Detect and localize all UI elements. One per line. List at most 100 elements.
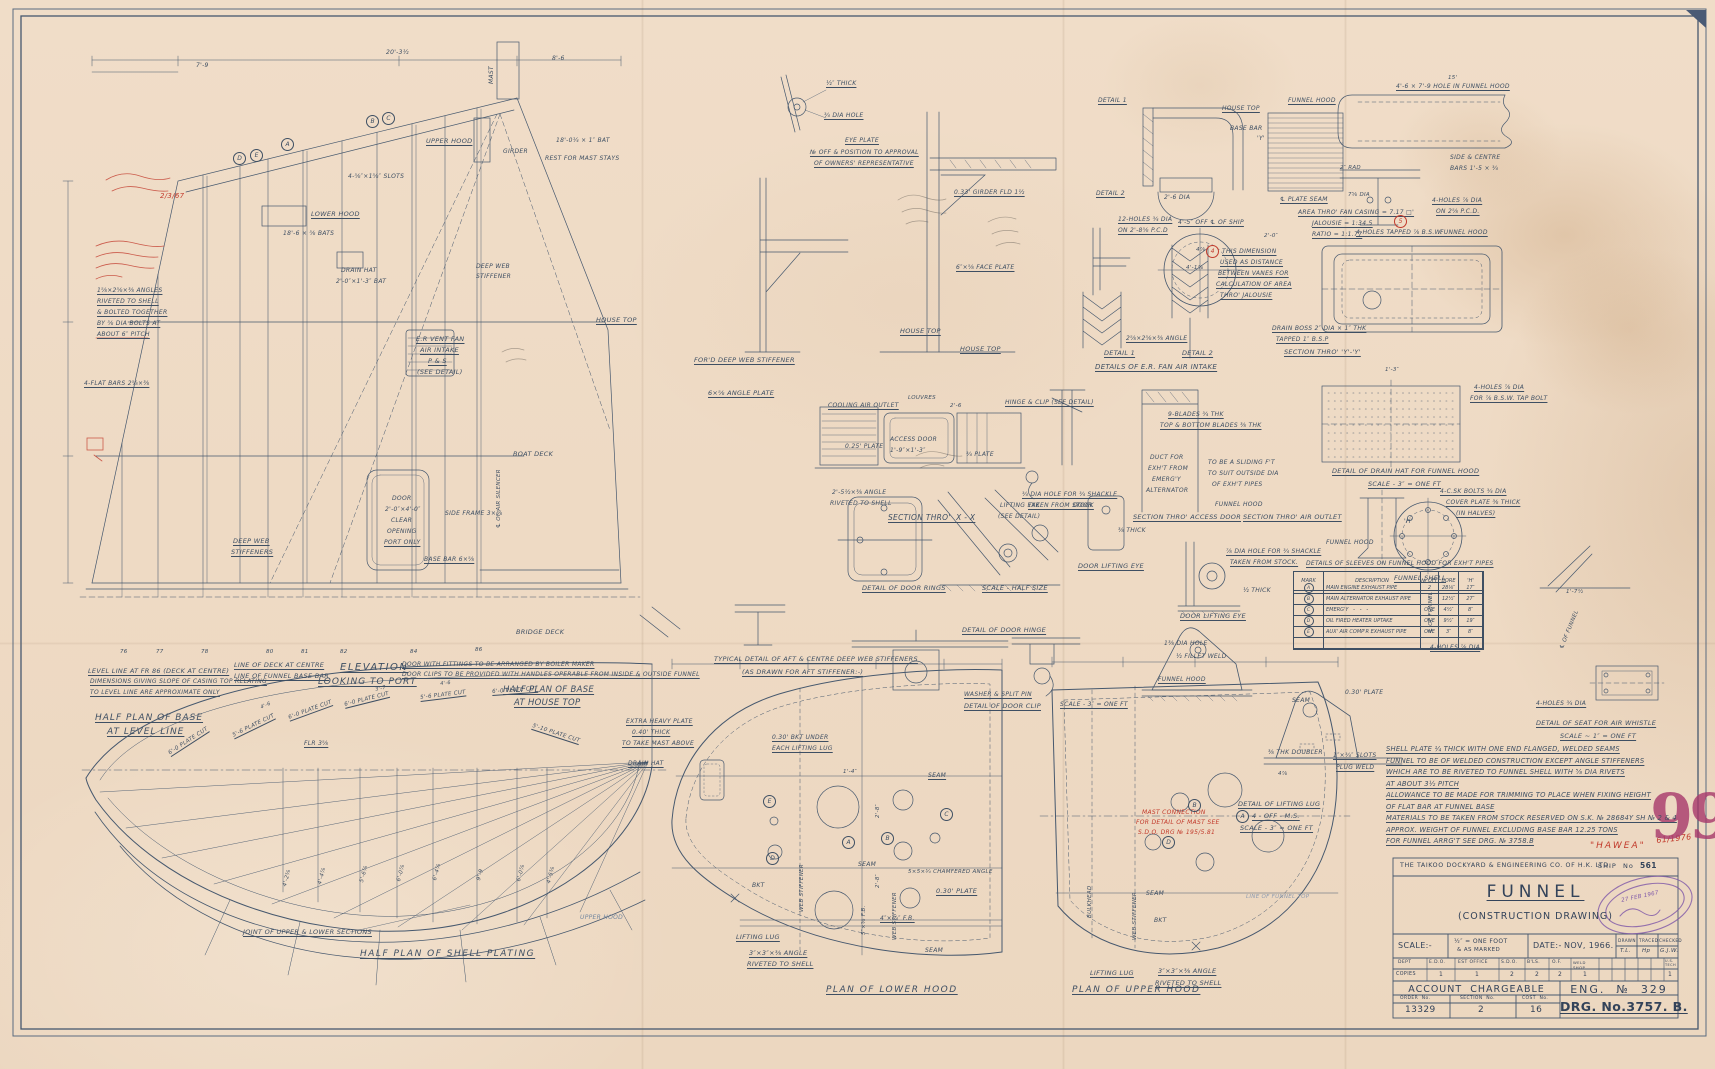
drawing-label: DOOR (1073, 502, 1093, 509)
order-label: ORDER No. (1400, 996, 1431, 1001)
traced-value: Hp (1642, 948, 1651, 954)
copies-val: 1 (1475, 971, 1480, 978)
traced-label: TRACED (1639, 938, 1659, 943)
border-frame (12, 8, 1707, 1037)
cost-label: COST No. (1522, 996, 1549, 1001)
table-cell: AUX' AIR COMP'R EXHAUST PIPE (1324, 627, 1421, 638)
drawing-label: DETAIL OF DOOR HINGE (962, 626, 1047, 634)
drawing-label: UPPER HOOD (580, 914, 624, 921)
table-cell: 3″ (1439, 627, 1459, 638)
table-cell-empty (1324, 638, 1421, 649)
drawing-label: S.D.O. DRG № 195/5.81 (1138, 829, 1216, 836)
drawing-label: HOUSE TOP (1222, 105, 1260, 112)
drawing-label: RIVETED TO SHELL (830, 500, 892, 507)
col-header: 'H' (1459, 572, 1483, 591)
drawing-label: SECTION THRO' AIR OUTLET (1243, 513, 1342, 521)
drawing-label: UPPER HOOD (426, 137, 473, 145)
note-line: ALLOWANCE TO BE MADE FOR TRIMMING TO PLA… (1386, 791, 1651, 799)
drawing-label: 84 (410, 649, 418, 655)
drawing-label: 1'-4″ (843, 769, 858, 775)
drawing-label: FUNNEL HOOD (1440, 229, 1488, 236)
drawing-label: OF EXH'T PIPES (1212, 481, 1263, 488)
drawing-label: SECTION THRO' X - X (888, 513, 976, 522)
drawing-label: 4⅞ (1278, 771, 1288, 777)
drawing-label: EACH LIFTING LUG (772, 745, 833, 752)
table-cell: EMERG'Y - - - (1324, 605, 1421, 616)
drawing-label: DETAIL 1 (1104, 349, 1136, 357)
pencil-notes (501, 194, 1021, 469)
copies-val: 1 (1439, 971, 1444, 978)
dept-col: O.F. (1552, 960, 1562, 965)
note-line: MATERIALS TO BE TAKEN FROM STOCK RESERVE… (1386, 814, 1677, 822)
drawing-label: 18'-0¼ × 1″ BAT (556, 137, 610, 144)
drawing-label: ½ FILLET WELD (1176, 653, 1227, 660)
drawing-label: DRAIN BOSS 2″ DIA × 1″ THK (1272, 325, 1367, 332)
drawing-label: OPENING (387, 528, 417, 535)
account-chargeable: ACCOUNT CHARGEABLE (1408, 984, 1545, 995)
drawing-label: 15' (1448, 75, 1458, 81)
drawing-label: SEAM (928, 772, 947, 779)
table-cell: MAIN ALTERNATOR EXHAUST PIPE (1324, 594, 1421, 605)
note-line: WHICH ARE TO BE RIVETED TO FUNNEL SHELL … (1386, 768, 1625, 776)
mark-letter: A (1236, 810, 1249, 823)
drawing-label: RIVETED TO SHELL (97, 298, 159, 305)
drawing-label: P & S (428, 357, 447, 365)
drawing-label: FOR ⅞ B.S.W. TAP BOLT (1470, 395, 1548, 402)
drawing-label: 4-FLAT BARS 2⅝×⅜ (84, 380, 150, 387)
corner-mark (1686, 10, 1706, 28)
drawing-label: 2'-0″ (1264, 233, 1279, 239)
drawing-label: DOOR CLIPS TO BE PROVIDED WITH HANDLES O… (402, 671, 700, 678)
drawing-label: ⅜ THICK (1118, 527, 1146, 534)
drawing-label: SIDE FRAME 3×⅜ (445, 510, 503, 517)
drawing-label: & BOLTED TOGETHER (97, 309, 168, 316)
drawing-label: SEAM (858, 861, 877, 868)
drawing-label: BULKHEAD (1087, 885, 1093, 918)
table-cell: ONE (1421, 627, 1439, 638)
drawing-label: 4-HOLES ¾ DIA (1536, 700, 1587, 707)
drawing-label: 6″×⅝ FACE PLATE (956, 264, 1015, 271)
drawing-label: HALF PLAN OF BASE (95, 713, 204, 723)
drawing-label: 4'-6 × 7'-9 HOLE IN FUNNEL HOOD (1396, 83, 1510, 90)
drawing-label: BASE BAR 6×⅝ (424, 556, 475, 563)
drawing-label: DETAIL OF DRAIN HAT FOR FUNNEL HOOD (1332, 467, 1480, 475)
drawing-label: PORT ONLY (384, 539, 421, 546)
drawing-label: 9-BLADES ¾ THK (1168, 411, 1224, 418)
drawing-label: CALCULATION OF AREA (1216, 281, 1292, 288)
scale-label: SCALE:- (1398, 941, 1433, 950)
drawing-label: WASHER & SPLIT PIN (964, 691, 1032, 698)
elevation-looking-to-port (62, 41, 641, 598)
drawing-label: 1'-9″×1'-3″ (890, 447, 926, 454)
drawing-label: 77 (156, 649, 164, 655)
note-line: FUNNEL TO BE OF WELDED CONSTRUCTION EXCE… (1386, 756, 1645, 765)
drawing-label: TYPICAL DETAIL OF AFT & CENTRE DEEP WEB … (714, 655, 918, 663)
drawing-label: BETWEEN VANES FOR (1218, 270, 1289, 277)
drawing-label: 2'-6 (950, 403, 962, 409)
drawing-label: DUCT FOR (1150, 454, 1184, 461)
drawing-label: TOP & BOTTOM BLADES ⅜ THK (1160, 422, 1262, 429)
drawing-label: LOWER HOOD (311, 210, 360, 218)
fwd-deep-web-stiffener-details (744, 111, 1057, 353)
drawing-label: (IN HALVES) (1456, 510, 1496, 517)
table-cell: 8″ (1459, 627, 1483, 638)
drawing-label: SCALE - 3″ = ONE FT (1368, 480, 1442, 488)
drawing-label: SCALE - 3″ = ONE FT (1240, 824, 1314, 832)
drawing-label: DETAIL 2 (1182, 349, 1214, 357)
eng-no: ENG. № 329 (1570, 983, 1668, 996)
drawing-label: ¾ PLATE (966, 451, 994, 458)
drawing-label: 4'-6 (439, 679, 452, 687)
title-block-grid (1392, 857, 1679, 1019)
mark-letter: D (1162, 836, 1175, 849)
drawing-label: TAKEN FROM STOCK (1028, 502, 1094, 509)
note-line: APPROX. WEIGHT OF FUNNEL EXCLUDING BASE … (1386, 825, 1618, 834)
drawing-label: AIR INTAKE (420, 346, 459, 354)
dept-header: DEPT (1398, 960, 1412, 965)
note-line: AT ABOUT 3½ PITCH (1386, 779, 1460, 788)
table-cell-empty (1294, 638, 1324, 649)
drawing-label: SIDE & CENTRE (1450, 154, 1501, 161)
drawing-label: BKT (1154, 917, 1167, 924)
drawing-label: JOINT OF UPPER & LOWER SECTIONS (243, 928, 372, 936)
drawing-label: ABOUT 6″ PITCH (97, 331, 150, 338)
drawing-subtitle: (CONSTRUCTION DRAWING) (1457, 911, 1614, 922)
drawing-label: HINGE & CLIP (SEE DETAIL) (1005, 399, 1094, 406)
